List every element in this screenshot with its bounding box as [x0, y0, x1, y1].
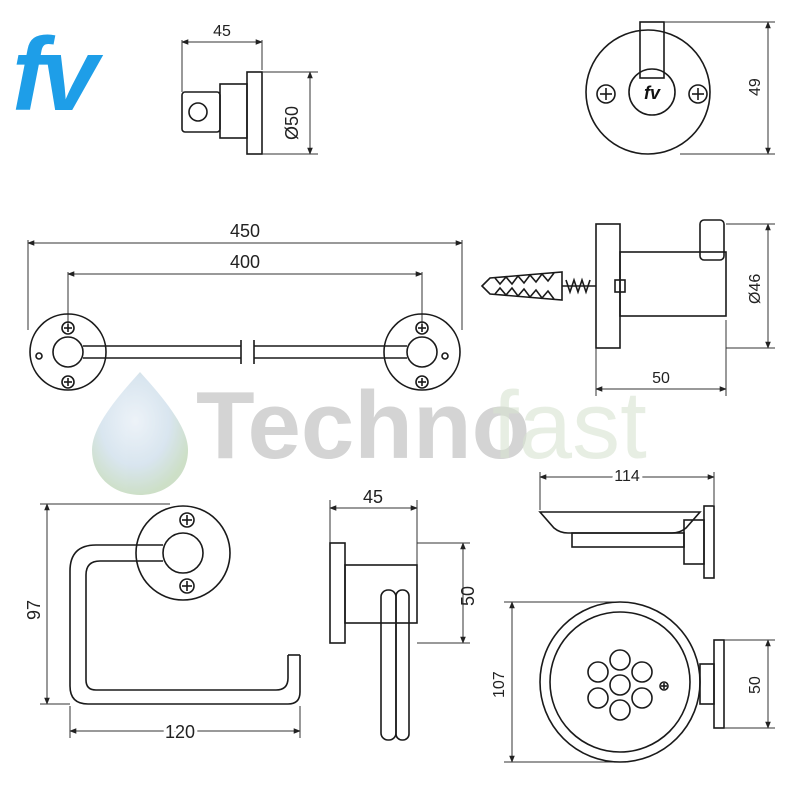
towel-bar-front-view: 450 400	[27, 221, 463, 391]
dim-soap-dish-width: 114	[614, 468, 640, 485]
dim-paper-holder-width: 120	[165, 722, 195, 742]
dim-paper-side-height: 50	[458, 586, 478, 606]
dim-soap-dish-depth: 50	[747, 676, 764, 694]
dim-towel-bar-overall: 450	[230, 221, 260, 241]
brand-logo: fv	[12, 17, 104, 133]
watermark-techno: Techno	[196, 372, 530, 479]
dim-paper-holder-height: 97	[24, 600, 44, 620]
drain-holes	[587, 649, 653, 721]
dim-soap-dish-diameter: 107	[491, 671, 508, 698]
wall-anchor-icon	[480, 271, 626, 301]
dim-robe-hook-diameter: Ø46	[747, 274, 764, 304]
watermark-drop-icon	[92, 372, 188, 495]
paper-holder-side-view: 45 50	[329, 487, 478, 741]
soap-dish-top-view: 107 50	[491, 601, 775, 763]
watermark-fast: fast	[492, 372, 647, 479]
watermark: Techno fast	[92, 372, 647, 495]
dim-paper-side-depth: 45	[363, 487, 383, 507]
hook-fv-mark: fv	[644, 83, 661, 103]
dim-hook-top-depth: 45	[213, 23, 231, 40]
dim-hook-top-diameter: Ø50	[282, 106, 302, 140]
hook-side-view: 45 Ø50	[181, 23, 318, 155]
robe-hook-side-view: Ø46 50	[480, 219, 775, 396]
dim-towel-bar-centers: 400	[230, 252, 260, 272]
dim-hook-front-height: 49	[747, 78, 764, 96]
hook-front-view: fv 49	[585, 21, 775, 155]
dim-robe-hook-depth: 50	[652, 370, 670, 387]
paper-holder-front-view: 97 120	[24, 503, 301, 745]
soap-dish-side-view: 114	[538, 465, 715, 579]
